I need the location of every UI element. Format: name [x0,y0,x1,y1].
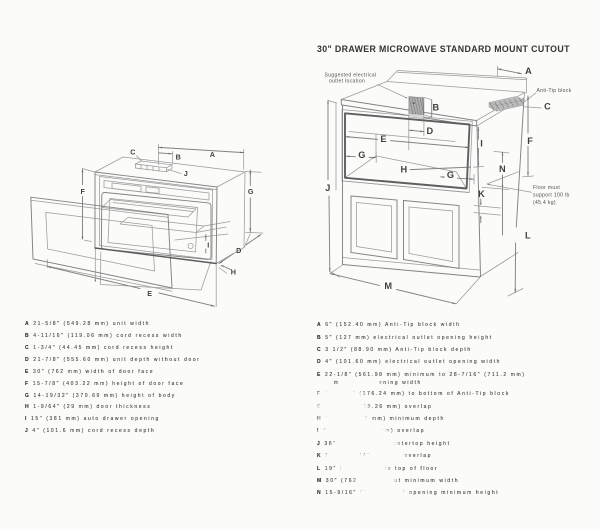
svg-text:I: I [207,240,209,249]
svg-text:F: F [81,187,86,196]
svg-text:D: D [426,126,433,136]
svg-text:A: A [525,66,532,76]
svg-text:H: H [400,165,407,175]
svg-text:I: I [480,139,483,149]
svg-text:Suggested electrical: Suggested electrical [325,73,377,79]
svg-text:C: C [544,101,551,111]
svg-text:J: J [325,183,330,193]
svg-text:N: N [499,164,506,174]
svg-text:G: G [248,187,254,196]
svg-text:D: D [236,246,241,255]
svg-text:G: G [358,150,365,160]
svg-text:J: J [184,169,188,178]
svg-text:M: M [384,281,392,291]
svg-text:H: H [231,268,236,277]
svg-text:E: E [380,134,386,144]
svg-text:G: G [447,170,454,180]
svg-text:B: B [176,153,181,162]
svg-text:B: B [432,102,439,112]
svg-text:C: C [130,148,135,157]
svg-text:Anti-Tip block: Anti-Tip block [537,88,572,94]
svg-text:Floor must: Floor must [533,185,560,191]
svg-text:F: F [527,136,533,146]
svg-text:(45.4 kg): (45.4 kg) [533,200,556,206]
svg-text:E: E [147,289,152,298]
svg-text:outlet location: outlet location [329,79,365,85]
svg-text:support 100 lb: support 100 lb [533,193,570,199]
svg-text:A: A [210,150,215,159]
svg-text:K: K [478,189,485,199]
svg-text:L: L [525,231,531,241]
